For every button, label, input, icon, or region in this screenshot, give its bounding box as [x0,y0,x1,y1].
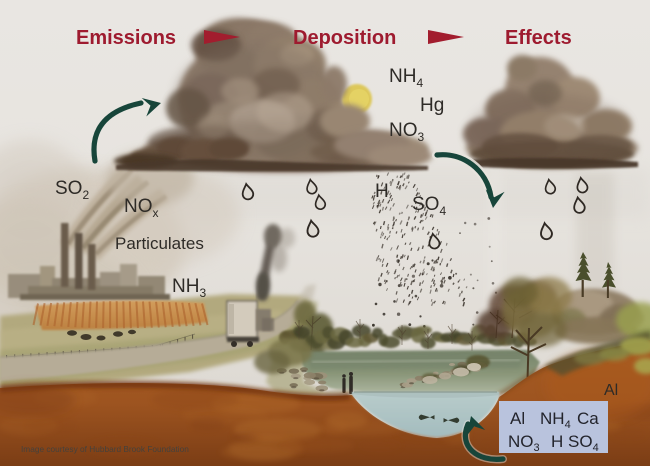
svg-text:Effects: Effects [505,27,572,49]
svg-text:Emissions: Emissions [76,27,176,49]
svg-text:Al: Al [510,409,525,428]
svg-text:NO3: NO3 [508,432,540,454]
svg-text:Ca: Ca [577,409,599,428]
svg-text:Hg: Hg [420,95,444,116]
svg-text:NO3: NO3 [389,120,425,144]
svg-text:H: H [375,181,389,202]
svg-text:Particulates: Particulates [115,234,204,253]
svg-text:Deposition: Deposition [293,27,396,49]
svg-text:Image courtesy of Hubbard Broo: Image courtesy of Hubbard Brook Foundati… [21,444,189,454]
svg-text:SO4: SO4 [568,432,599,454]
svg-text:Al: Al [604,382,618,399]
svg-text:NH4: NH4 [540,409,571,431]
svg-text:H: H [551,432,563,451]
